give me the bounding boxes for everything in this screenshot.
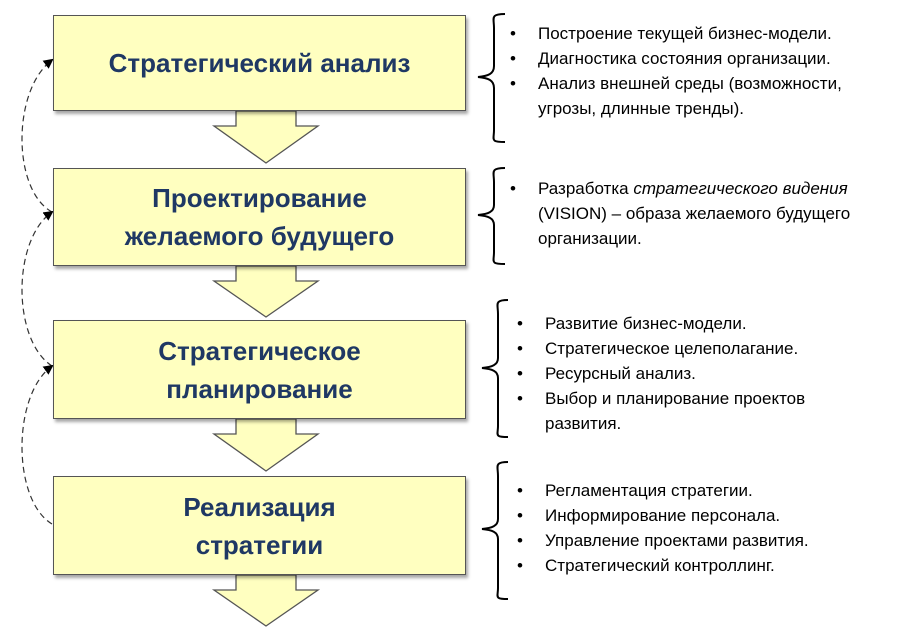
list-item: Анализ внешней среды (возможности, угроз…: [510, 71, 890, 121]
list-item: Информирование персонала.: [517, 503, 877, 528]
bullet-list-future: Разработка стратегического видения (VISI…: [510, 176, 890, 251]
list-item: Развитие бизнес-модели.: [517, 311, 877, 336]
feedback-arc-2: [21, 210, 54, 367]
stage-title-line: Проектирование: [152, 183, 367, 213]
stage-title-line: Стратегическое: [158, 335, 361, 366]
list-item: Разработка стратегического видения (VISI…: [510, 176, 890, 251]
down-arrow-2: [211, 265, 321, 318]
stage-title-line: желаемого будущего: [124, 221, 395, 251]
stage-implementation: Реализация стратегии: [53, 476, 466, 575]
list-item: Построение текущей бизнес-модели.: [510, 21, 890, 46]
list-item: Стратегическое целеполагание.: [517, 336, 877, 361]
list-item: Стратегический контроллинг.: [517, 553, 877, 578]
down-arrow-4: [211, 574, 321, 627]
stage-strategic-analysis: Стратегический анализ: [53, 15, 466, 111]
bullet-text-emphasis: стратегического видения: [633, 179, 848, 198]
list-item: Диагностика состояния организации.: [510, 46, 890, 71]
brace-3: [481, 299, 509, 438]
stage-title-line: Реализация: [183, 491, 336, 522]
bullet-list-planning: Развитие бизнес-модели. Стратегическое ц…: [517, 311, 877, 436]
list-item: Ресурсный анализ.: [517, 361, 877, 386]
stage-title-line: стратегии: [195, 529, 324, 560]
bullet-list-implementation: Регламентация стратегии. Информирование …: [517, 478, 877, 578]
down-arrow-3: [211, 418, 321, 472]
brace-2: [477, 167, 506, 265]
feedback-arc-1: [21, 58, 54, 213]
stage-title-line: Стратегический анализ: [108, 48, 411, 78]
stage-strategic-planning: Стратегическое планирование: [53, 320, 466, 419]
feedback-arc-3: [21, 364, 54, 525]
list-item: Выбор и планирование проектов развития.: [517, 386, 877, 436]
stage-title-line: планирование: [166, 373, 353, 404]
brace-1: [477, 13, 506, 143]
brace-4: [481, 461, 509, 600]
list-item: Регламентация стратегии.: [517, 478, 877, 503]
bullet-text-before: Разработка: [538, 179, 634, 198]
list-item: Управление проектами развития.: [517, 528, 877, 553]
stage-future-design: Проектирование желаемого будущего: [53, 168, 466, 266]
bullet-text-after: (VISION) – образа желаемого будущего орг…: [538, 204, 851, 248]
down-arrow-1: [211, 110, 321, 164]
bullet-list-analysis: Построение текущей бизнес-модели. Диагно…: [510, 21, 890, 121]
